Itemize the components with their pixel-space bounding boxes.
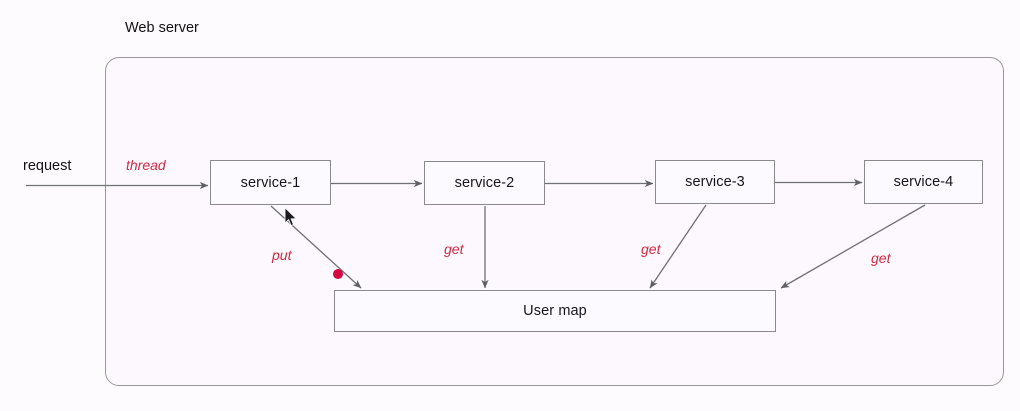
get-label-service4: get <box>871 250 891 266</box>
node-service-1[interactable]: service-1 <box>210 160 331 205</box>
node-service-3-label: service-3 <box>685 174 745 190</box>
node-service-1-label: service-1 <box>240 174 301 191</box>
edge-service4-get-usermap <box>780 204 926 289</box>
request-label: request <box>23 158 72 174</box>
red-dot-marker <box>333 269 343 279</box>
put-label: put <box>272 247 292 263</box>
thread-label: thread <box>126 157 166 173</box>
node-user-map[interactable]: User map <box>334 290 776 332</box>
mouse-cursor-icon <box>284 207 298 227</box>
node-service-4-label: service-4 <box>893 174 954 190</box>
get-label-service3: get <box>641 241 661 257</box>
node-service-3[interactable]: service-3 <box>655 160 775 204</box>
get-label-service2: get <box>444 241 464 257</box>
node-service-2-label: service-2 <box>454 175 515 191</box>
node-service-2[interactable]: service-2 <box>424 161 545 205</box>
node-user-map-label: User map <box>523 303 587 319</box>
node-service-4[interactable]: service-4 <box>864 160 983 204</box>
web-server-title: Web server <box>125 20 199 36</box>
edge-service3-get-usermap <box>649 204 707 289</box>
